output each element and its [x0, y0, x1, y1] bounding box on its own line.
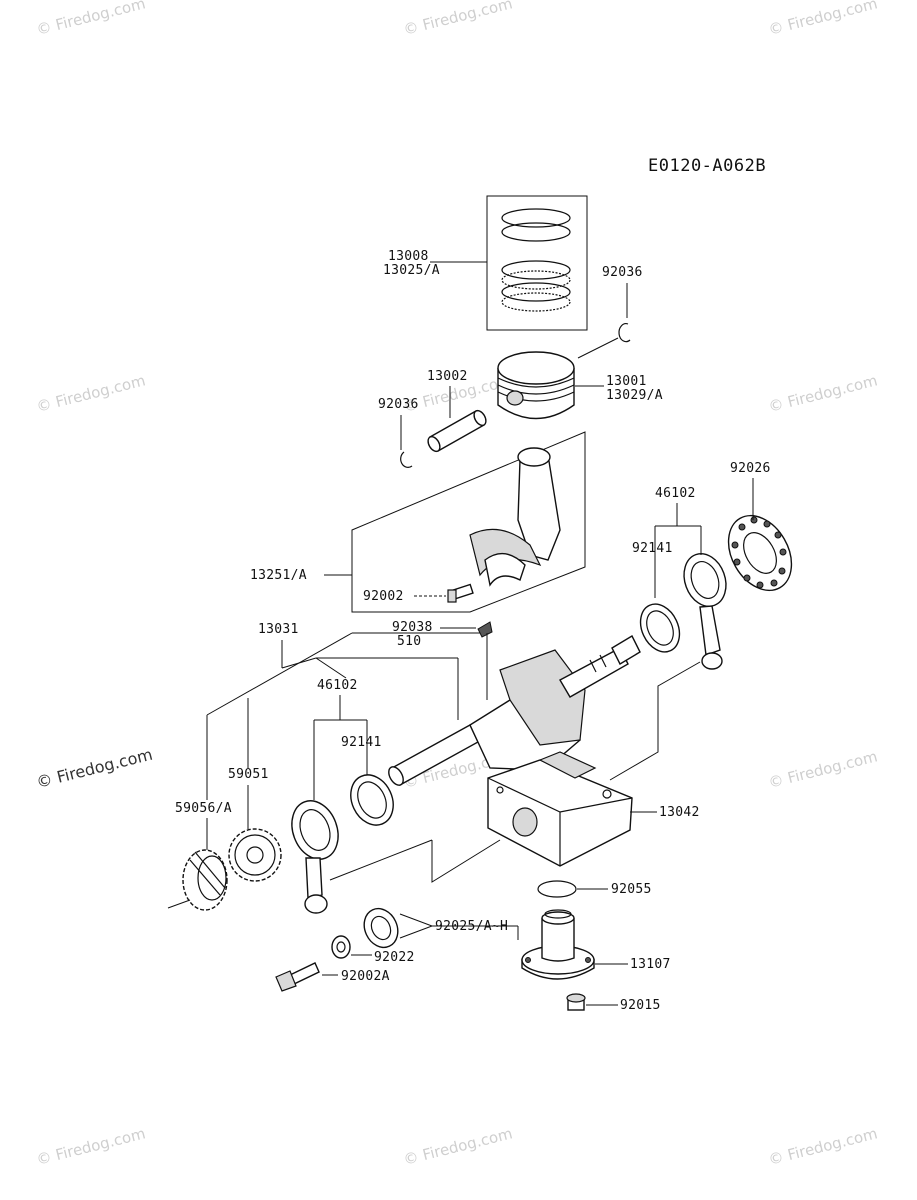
label-13029a: 13029/A [606, 388, 663, 403]
label-13042: 13042 [659, 805, 700, 820]
bearing-92141-upper [639, 603, 681, 653]
watermark: © Firedog.com [767, 371, 880, 415]
piston-13001 [497, 351, 575, 420]
circlip-92036-left [400, 451, 413, 468]
watermark: © Firedog.com [767, 747, 880, 791]
label-92022: 92022 [374, 950, 415, 965]
label-13107: 13107 [630, 957, 671, 972]
balancer-arm-46102-upper [683, 553, 727, 670]
label-13001: 13001 [606, 374, 647, 389]
key-92038 [477, 621, 493, 638]
label-92038: 92038 [392, 620, 433, 635]
washer-92022 [331, 935, 351, 959]
crankshaft-13031 [388, 635, 641, 786]
label-92141-upper: 92141 [632, 541, 673, 556]
watermark: © Firedog.com [767, 1124, 880, 1168]
shim-92025 [363, 907, 399, 949]
label-59051: 59051 [228, 767, 269, 782]
balancer-plate-92026 [727, 514, 793, 592]
piston-pin-13002 [427, 409, 487, 453]
piston-ring-set [486, 195, 588, 331]
circlip-92036-right [618, 323, 631, 343]
label-92036-left: 92036 [378, 397, 419, 412]
label-13031: 13031 [258, 622, 299, 637]
bolt-92002 [447, 583, 474, 603]
label-13002: 13002 [427, 369, 468, 384]
o-ring-92055 [537, 880, 577, 898]
label-46102-upper: 46102 [655, 486, 696, 501]
label-13008: 13008 [388, 249, 429, 264]
label-92002: 92002 [363, 589, 404, 604]
watermark: © Firedog.com [35, 0, 148, 39]
label-510: 510 [397, 634, 421, 649]
watermark: © Firedog.com [402, 1124, 515, 1168]
label-59056a: 59056/A [175, 801, 232, 816]
label-92036-right: 92036 [602, 265, 643, 280]
flange-13107 [521, 909, 595, 980]
label-92015: 92015 [620, 998, 661, 1013]
watermark: © Firedog.com [402, 0, 515, 39]
balancer-arm-46102-lower [291, 800, 339, 914]
label-13025a: 13025/A [383, 263, 440, 278]
crankcase-13042 [487, 751, 633, 867]
plug-92015 [566, 993, 586, 1011]
label-46102-lower: 46102 [317, 678, 358, 693]
watermark: © Firedog.com [767, 0, 880, 39]
gear-59056a [182, 849, 228, 911]
label-92025: 92025/A~H [435, 919, 508, 934]
watermark: © Firedog.com [35, 1124, 148, 1168]
bolt-92002a [275, 962, 320, 992]
label-92026: 92026 [730, 461, 771, 476]
bearing-92141-lower [350, 774, 394, 826]
gear-59051 [228, 828, 282, 882]
label-92002a: 92002A [341, 969, 390, 984]
connecting-rod-13251a [351, 431, 586, 613]
label-13251a: 13251/A [250, 568, 307, 583]
label-92055: 92055 [611, 882, 652, 897]
diagram-code: E0120-A062B [648, 156, 766, 176]
label-92141-lower: 92141 [341, 735, 382, 750]
watermark: © Firedog.com [34, 745, 154, 792]
watermark: © Firedog.com [35, 371, 148, 415]
